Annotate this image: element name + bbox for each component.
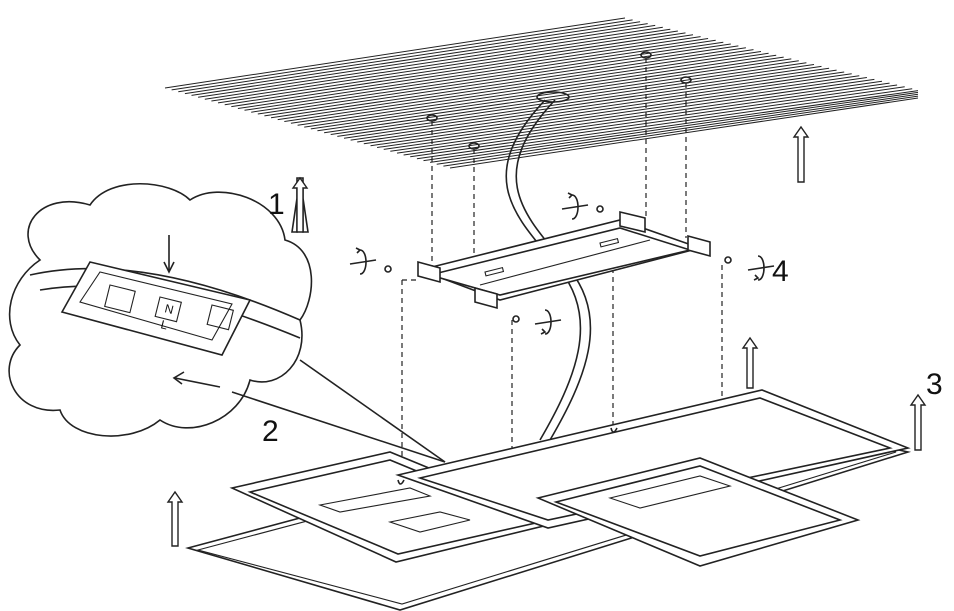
ceiling-hatch-line — [171, 19, 633, 91]
ceiling-hatch-line — [357, 71, 845, 143]
ceiling-hatch-line — [244, 39, 716, 111]
ceiling-hatch-line — [343, 67, 830, 139]
ceiling-hatch-line — [370, 75, 860, 147]
ceiling-hatch-line — [443, 95, 919, 167]
ceiling-hatch-line — [416, 88, 913, 160]
ceiling-hatch-line — [217, 32, 686, 104]
ceiling-hatch-line — [184, 23, 648, 95]
ceiling-hatch-line — [251, 41, 724, 113]
ceiling-hatch-line — [164, 17, 626, 89]
ceiling-hatch-line — [231, 36, 701, 108]
up-arrow-icon — [741, 336, 759, 389]
ceiling-hatch-line — [264, 45, 739, 117]
ceiling-hatch-line — [383, 78, 875, 150]
ceiling-hatch-line — [270, 47, 746, 119]
ceiling-hatch-line — [330, 64, 815, 135]
step-label-2: 2 — [262, 415, 279, 448]
ceiling-hatch-line — [310, 58, 792, 130]
lamp-frame-middle — [229, 389, 911, 563]
lamp-frame-right — [535, 457, 861, 567]
ceiling-hatch-line — [178, 21, 641, 93]
ceiling-hatch-line — [290, 52, 769, 124]
ceiling-hatch-line — [396, 82, 890, 154]
ceiling-hatch-line — [423, 90, 919, 162]
down-arrow-icon — [163, 235, 175, 274]
ceiling-hatch-line — [324, 62, 807, 134]
up-arrow-icon — [909, 393, 927, 451]
ceiling-hatch-line — [284, 51, 762, 122]
left-arrow-icon — [172, 371, 221, 388]
ceiling-hatch-line — [257, 43, 731, 115]
step-label-3: 3 — [926, 368, 943, 401]
ceiling-hatch-line — [224, 34, 694, 106]
terminal-mark-n: N — [163, 301, 175, 317]
ceiling-hatch-line — [337, 65, 822, 137]
screw-icon — [384, 205, 732, 323]
ceiling-hatch-line — [449, 97, 919, 169]
ceiling-hatch-line — [377, 77, 867, 148]
ceiling-hatch — [164, 17, 919, 169]
ceiling-hatch-line — [350, 69, 837, 141]
ceiling-hatch-line — [211, 30, 678, 102]
mounting-bracket — [417, 210, 711, 310]
up-arrow-icon — [166, 490, 184, 547]
ceiling-hatch-line — [436, 93, 919, 165]
ceiling-hatch-line — [237, 38, 709, 109]
step-label-1: 1 — [268, 188, 285, 221]
ceiling-hatch-line — [191, 24, 656, 96]
screwdriver-rotate-icon — [349, 192, 775, 335]
ceiling-hatch-line — [390, 80, 883, 152]
ceiling-hatch-line — [198, 26, 663, 98]
detail-callout: N L — [8, 182, 446, 463]
ceiling-hatch-line — [363, 73, 852, 145]
ceiling-hatch-line — [403, 84, 898, 156]
step-label-4: 4 — [772, 255, 789, 288]
ceiling-hatch-line — [277, 49, 754, 121]
terminal-mark-l: L — [159, 317, 169, 332]
ceiling-hatch-line — [204, 28, 671, 100]
alignment-guides — [401, 58, 723, 490]
ceiling-hatch-line — [410, 86, 905, 158]
ceiling-hatch-line — [430, 91, 919, 163]
frame-clips — [397, 427, 618, 485]
up-arrow-icon — [291, 176, 309, 233]
ceiling-hatch-line — [317, 60, 799, 132]
ceiling-hatch-line — [297, 54, 777, 126]
up-arrow-icon — [792, 125, 810, 183]
